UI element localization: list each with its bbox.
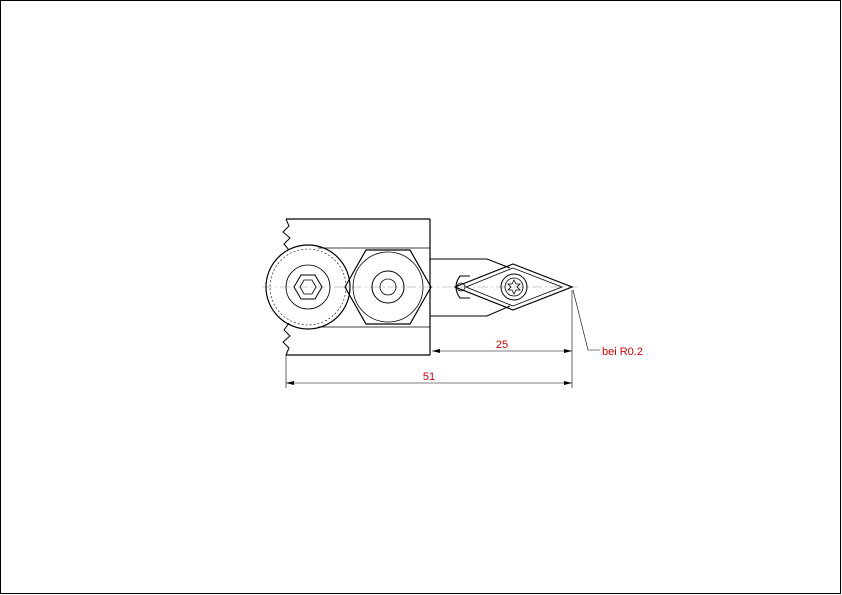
dimension-25-label: 25 xyxy=(496,339,508,351)
torx-screw-icon xyxy=(500,273,528,301)
radius-note: bei R0.2 xyxy=(602,346,643,358)
tool-holder-body xyxy=(282,218,431,356)
insert-clamp xyxy=(430,258,511,317)
hex-nut-icon xyxy=(344,249,432,325)
dimension-25 xyxy=(432,290,573,356)
radius-leader xyxy=(572,289,600,351)
cutting-insert xyxy=(453,263,574,311)
hex-socket-screw-icon xyxy=(265,244,351,330)
dimension-51 xyxy=(285,355,573,388)
dimension-51-label: 51 xyxy=(423,371,435,383)
